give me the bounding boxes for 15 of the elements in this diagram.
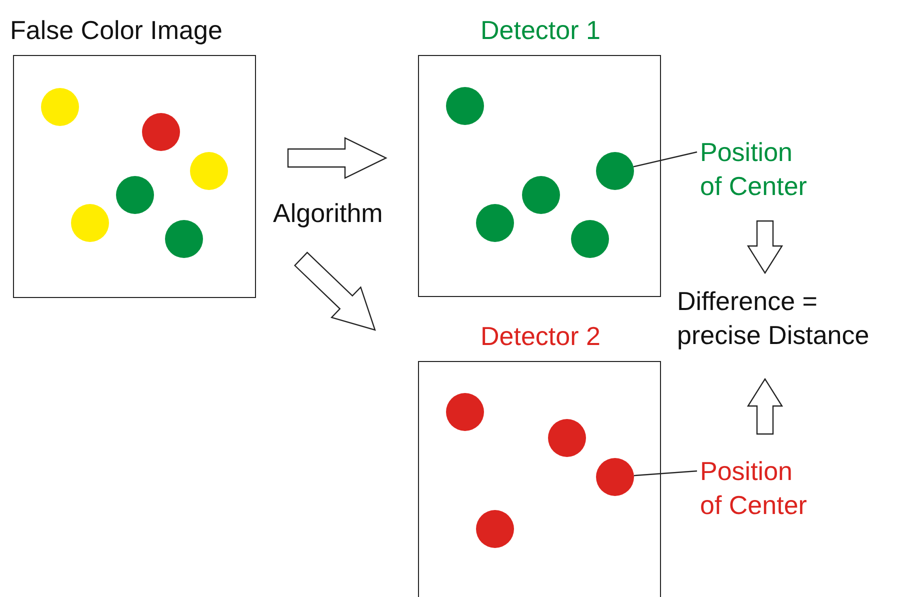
panel-title: Detector 1 <box>480 14 602 46</box>
panel-title: Detector 2 <box>480 320 602 352</box>
block-arrow <box>294 252 376 331</box>
note-text: Difference = precise Distance <box>677 284 905 352</box>
block-arrow <box>746 220 784 274</box>
panel-title: False Color Image <box>10 14 222 46</box>
caption-text: Algorithm <box>273 197 383 230</box>
dot-marker <box>596 152 634 190</box>
block-arrow <box>746 378 784 435</box>
block-arrow <box>287 137 388 179</box>
note-text: Position of Center <box>700 454 812 522</box>
leader-line <box>634 470 698 476</box>
dot-marker <box>596 458 634 496</box>
leader-line <box>633 151 698 168</box>
note-text: Position of Center <box>700 135 812 203</box>
